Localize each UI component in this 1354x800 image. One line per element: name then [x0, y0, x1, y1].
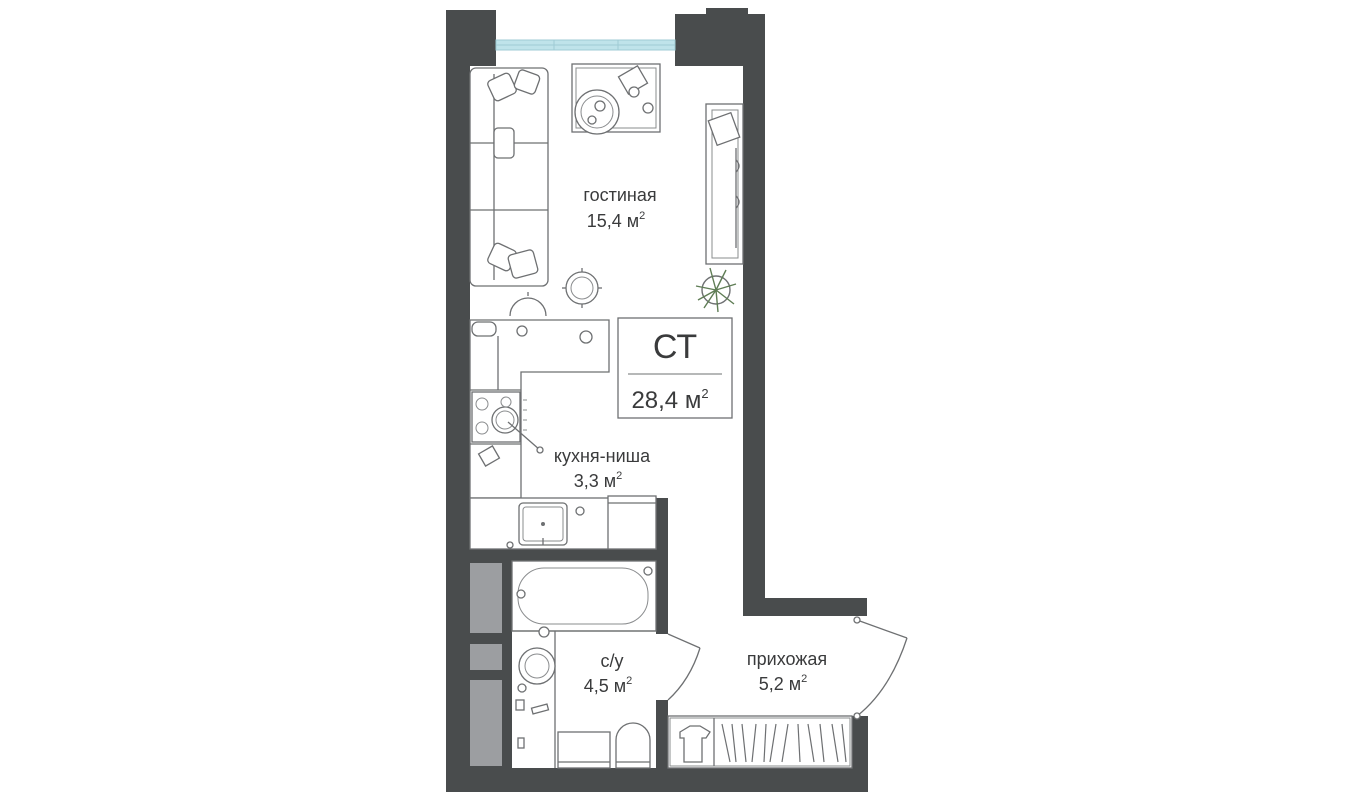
bathroom-door — [667, 633, 701, 701]
room-labels: гостиная 15,4 м2 кухня-ниша 3,3 м2 с/у 4… — [554, 185, 827, 696]
shaft-panel-2 — [470, 644, 502, 670]
apartment-type: СТ — [653, 328, 697, 366]
shaft-panel-1 — [470, 563, 502, 633]
wall-bath-hall-lower — [656, 700, 668, 770]
walls — [446, 8, 868, 792]
apartment-badge: СТ 28,4 м2 — [617, 317, 733, 419]
living-room-name: гостиная — [583, 185, 656, 205]
hallway-area: 5,2 м — [759, 674, 801, 694]
kitchen-name: кухня-ниша — [554, 446, 651, 466]
wall-left — [446, 10, 470, 792]
wardrobe — [667, 715, 853, 769]
dining-chairs — [509, 268, 602, 317]
tv-console — [705, 103, 744, 265]
hallway-name: прихожая — [747, 649, 827, 669]
kitchen-area-sup: 2 — [616, 470, 622, 482]
bathroom-fixtures — [511, 560, 657, 769]
bathroom-name: с/у — [600, 651, 623, 671]
apartment-total-area: 28,4 м — [631, 387, 701, 414]
svg-text:15,4 м2: 15,4 м2 — [587, 210, 646, 231]
hallway-area-sup: 2 — [801, 673, 807, 685]
living-room-area: 15,4 м — [587, 211, 639, 231]
svg-text:4,5 м2: 4,5 м2 — [584, 675, 633, 696]
wall-top-left-pillar — [470, 14, 496, 66]
living-room-area-sup: 2 — [639, 210, 645, 222]
window — [495, 39, 676, 51]
shaft-panel-3 — [470, 680, 502, 766]
sofa — [469, 67, 549, 287]
kitchen-sink-block — [469, 495, 657, 550]
coffee-table-area — [571, 63, 661, 135]
entrance-door — [853, 616, 908, 720]
wall-right-upper — [743, 52, 765, 612]
wall-step — [743, 598, 867, 616]
wall-bath-hall-upper — [656, 498, 668, 634]
badge-frame — [617, 317, 733, 419]
svg-text:3,3 м2: 3,3 м2 — [574, 470, 623, 491]
apartment-area-sup: 2 — [701, 386, 708, 401]
svg-text:5,2 м2: 5,2 м2 — [759, 673, 808, 694]
plant — [695, 267, 737, 313]
wall-top-right-cap — [706, 8, 748, 18]
bathroom-area-sup: 2 — [626, 675, 632, 687]
kitchen-area: 3,3 м — [574, 471, 616, 491]
wall-kitchen-bath — [470, 549, 660, 561]
bathroom-area: 4,5 м — [584, 676, 626, 696]
svg-text:28,4 м2: 28,4 м2 — [631, 386, 708, 414]
wall-bottom — [446, 768, 868, 792]
